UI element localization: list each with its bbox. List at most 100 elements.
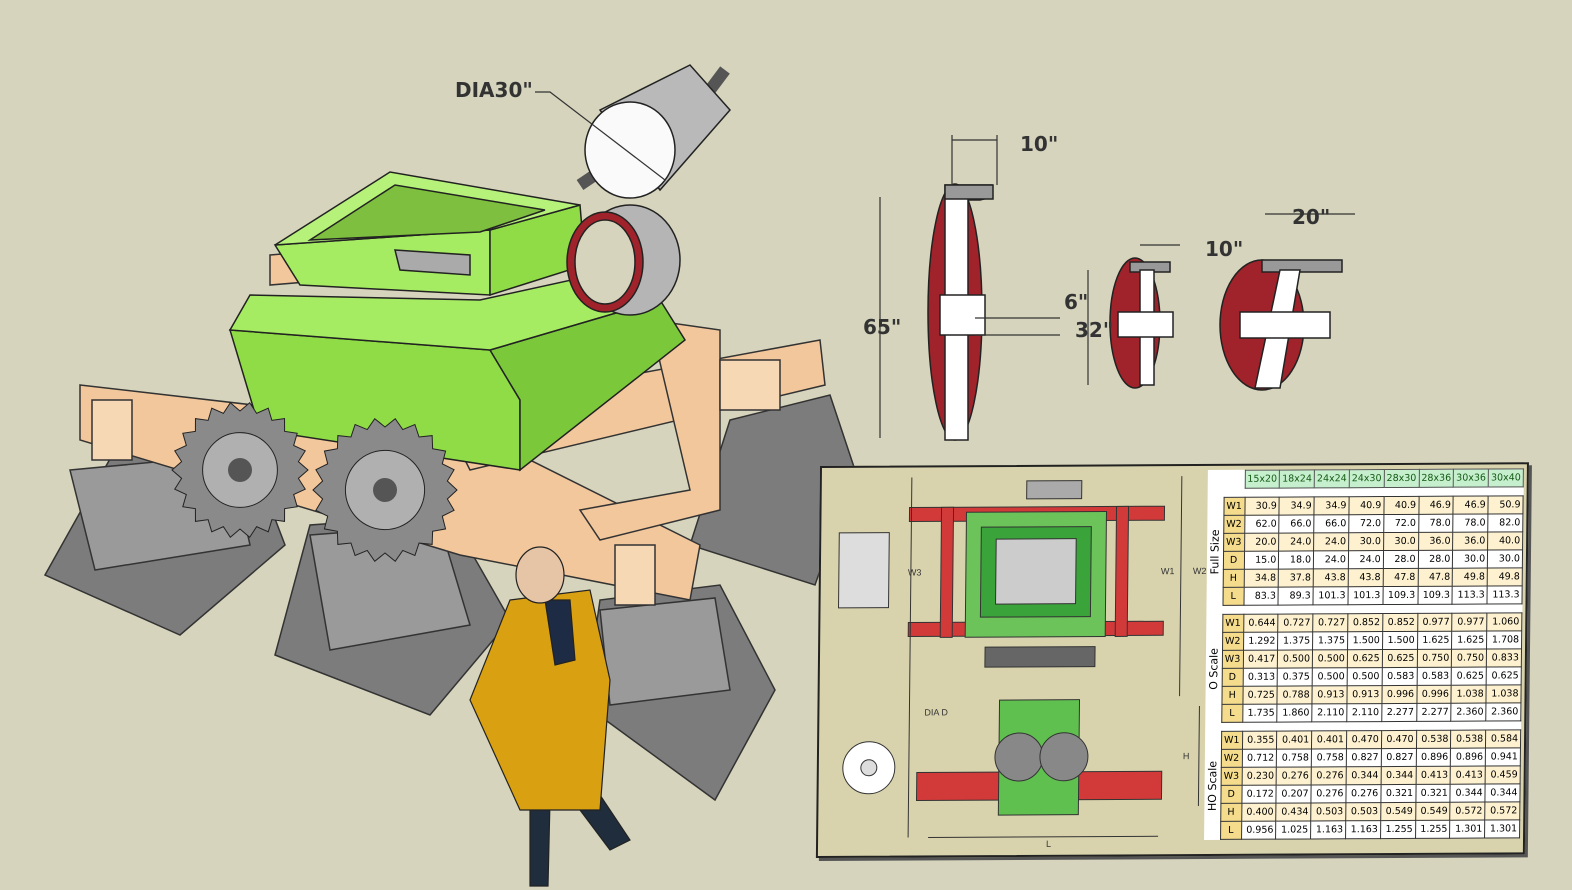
concrete-pedestals: [43, 394, 856, 802]
table-cell: 0.977: [1417, 613, 1453, 632]
table-cell: 1.375: [1277, 631, 1313, 651]
roller-drum: [576, 64, 731, 199]
table-cell: 0.417: [1242, 650, 1278, 669]
table-cell: 89.3: [1278, 586, 1314, 606]
table-cell: 1.038: [1486, 684, 1522, 704]
table-cell: 0.758: [1311, 748, 1347, 767]
table-cell: 20.0: [1244, 533, 1280, 552]
column-header: 30x40: [1488, 468, 1524, 488]
table-cell: 0.852: [1347, 613, 1383, 632]
table-cell: 0.625: [1486, 666, 1522, 686]
table-cell: 0.583: [1416, 667, 1452, 686]
table-cell: 0.276: [1311, 766, 1347, 785]
table-cell: 0.572: [1450, 802, 1486, 821]
column-header: 28x36: [1418, 469, 1454, 488]
w1-label: W1: [1160, 566, 1175, 577]
table-cell: 82.0: [1487, 513, 1523, 533]
table-cell: 37.8: [1278, 568, 1314, 588]
row-label: D: [1223, 551, 1245, 570]
table-cell: 0.459: [1485, 765, 1521, 785]
row-label: D: [1220, 785, 1242, 804]
table-cell: 43.8: [1348, 568, 1384, 587]
blank: [1224, 470, 1245, 488]
table-cell: 47.8: [1382, 568, 1418, 587]
medium-wheel-height-label: 32": [1075, 318, 1114, 342]
table-cell: 0.833: [1486, 648, 1522, 668]
table-cell: 0.503: [1345, 802, 1381, 821]
table-cell: 24.0: [1278, 532, 1314, 552]
section-label-cell: HO Scale: [1204, 731, 1221, 839]
table-cell: 0.500: [1277, 649, 1313, 669]
section-label-cell: Full Size: [1206, 497, 1223, 605]
table-cell: 78.0: [1418, 514, 1454, 533]
row-label: W2: [1221, 749, 1242, 768]
dimension-lines: [535, 91, 1355, 438]
table-cell: 113.3: [1487, 585, 1523, 605]
row-label: W1: [1222, 614, 1244, 633]
plan-drawing: [838, 476, 1200, 838]
table-cell: 0.401: [1311, 730, 1347, 749]
table-cell: 0.321: [1415, 784, 1451, 803]
table-cell: 0.827: [1346, 748, 1382, 767]
table-cell: 66.0: [1313, 514, 1349, 533]
table-cell: 34.9: [1314, 496, 1350, 515]
table-cell: 18.0: [1278, 550, 1314, 570]
table-cell: 0.750: [1416, 649, 1452, 668]
row-label: L: [1222, 587, 1244, 606]
table-cell: 0.413: [1450, 766, 1486, 785]
table-cell: 1.500: [1347, 631, 1383, 650]
table-cell: 50.9: [1488, 495, 1524, 515]
table-cell: 0.644: [1243, 614, 1279, 633]
table-cell: 1.301: [1484, 819, 1520, 839]
table-cell: 0.276: [1311, 784, 1347, 803]
table-cell: 30.0: [1452, 550, 1488, 569]
table-cell: 28.0: [1417, 550, 1453, 569]
large-wheel-width-label: 10": [1020, 132, 1059, 156]
table-cell: 72.0: [1383, 514, 1419, 533]
table-cell: 0.344: [1485, 783, 1521, 803]
row-label: W3: [1220, 767, 1242, 786]
table-cell: 0.355: [1241, 731, 1277, 750]
table-cell: 0.625: [1347, 649, 1383, 668]
table-cell: 30.0: [1383, 532, 1419, 551]
table-cell: 15.0: [1243, 551, 1279, 570]
row-label: L: [1221, 704, 1243, 723]
table-cell: 0.727: [1312, 613, 1348, 632]
table-cell: 0.321: [1380, 784, 1416, 803]
h-label: H: [1182, 751, 1190, 762]
table-cell: 0.896: [1415, 748, 1451, 767]
table-cell: 0.503: [1310, 802, 1346, 821]
table-cell: 47.8: [1417, 568, 1453, 587]
table-cell: 0.500: [1312, 649, 1348, 668]
column-header: 30x36: [1453, 468, 1489, 488]
flywheel: [566, 204, 681, 316]
row-label: W1: [1221, 731, 1243, 750]
column-header: 28x30: [1383, 469, 1419, 488]
table-cell: 46.9: [1418, 496, 1454, 515]
table-cell: 101.3: [1313, 586, 1349, 605]
table-cell: 0.470: [1381, 730, 1417, 749]
row-label: H: [1221, 686, 1243, 705]
table-cell: 30.9: [1244, 497, 1280, 516]
table-cell: 0.583: [1381, 667, 1417, 686]
table-cell: 0.996: [1381, 685, 1417, 704]
table-cell: 0.913: [1312, 685, 1348, 704]
gear-axle: [373, 478, 397, 502]
table-cell: 2.277: [1381, 703, 1417, 722]
table-cell: 49.8: [1452, 568, 1488, 587]
table-cell: 0.852: [1382, 613, 1418, 632]
table-cell: 40.9: [1383, 496, 1419, 515]
table-cell: 43.8: [1313, 568, 1349, 587]
table-cell: 0.400: [1241, 803, 1277, 822]
section-label: Full Size: [1208, 528, 1222, 574]
table-cell: 1.625: [1451, 631, 1487, 650]
table-cell: 34.9: [1279, 496, 1315, 516]
crusher-body: [228, 171, 686, 472]
table-cell: 2.110: [1311, 703, 1347, 722]
table-cell: 24.0: [1348, 550, 1384, 569]
